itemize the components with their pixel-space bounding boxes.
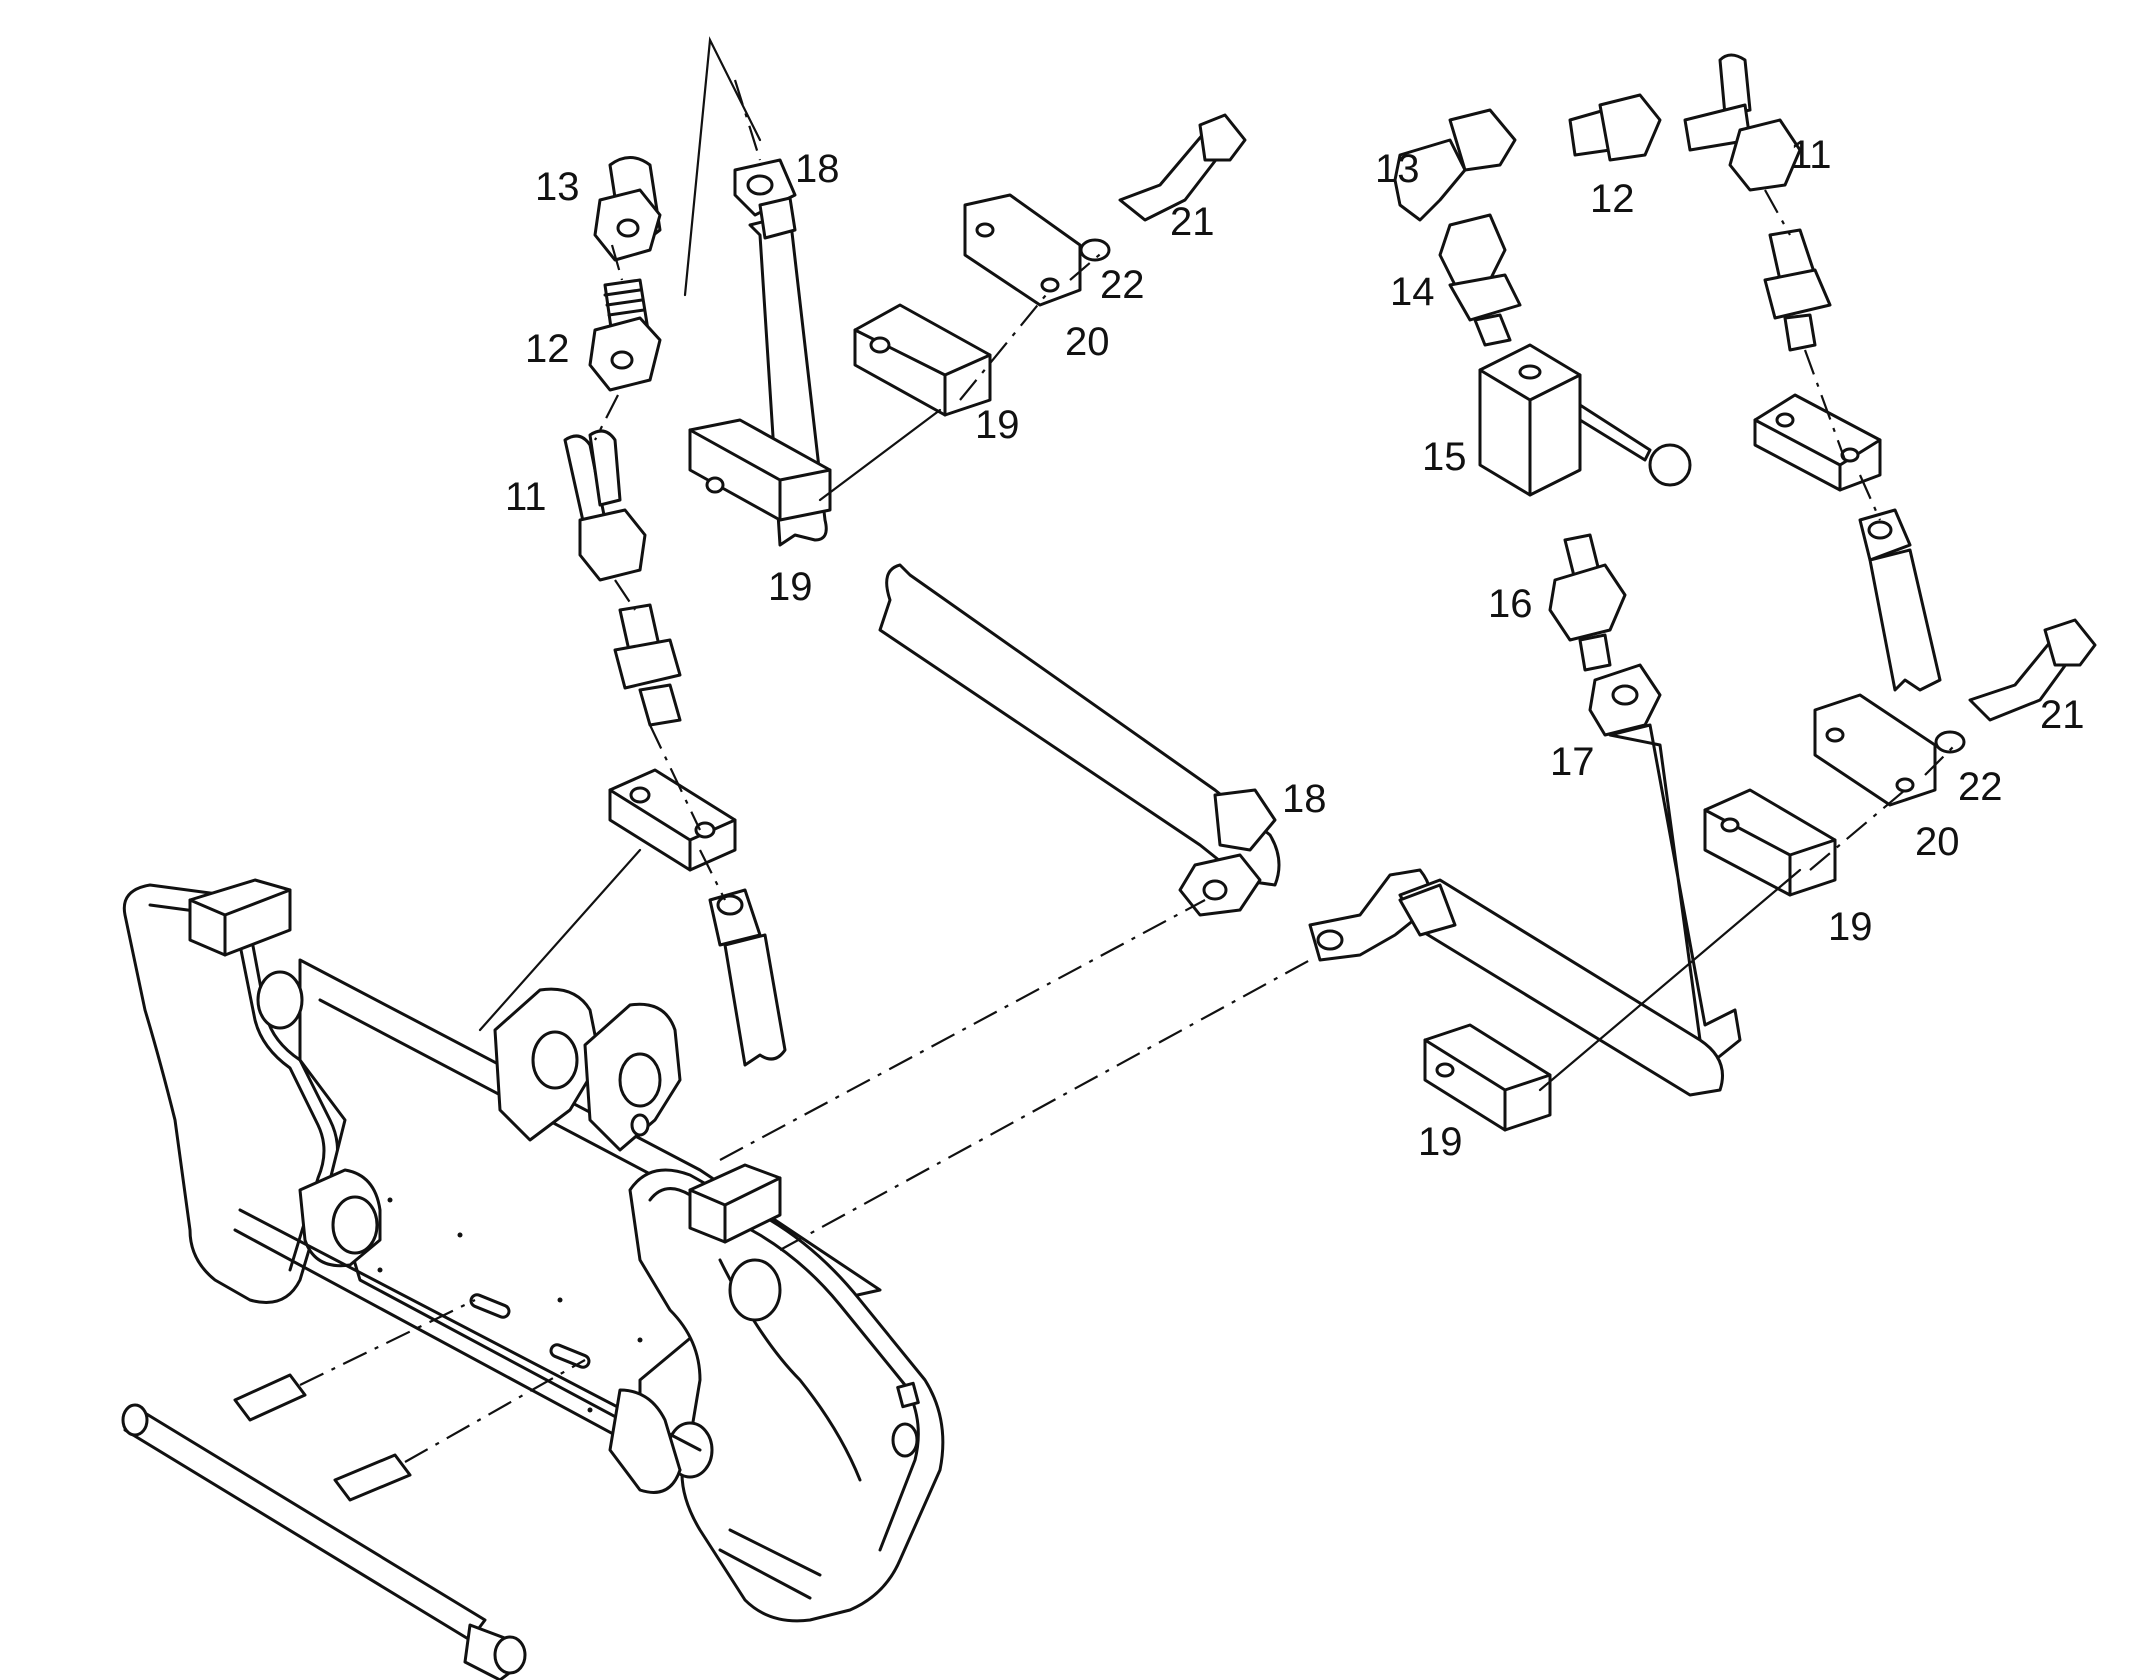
main-bracket xyxy=(122,878,945,1623)
left-part-13-elbow xyxy=(593,156,662,262)
callout-left-21: 21 xyxy=(1170,200,1215,244)
dash-leader-a xyxy=(719,899,1206,1161)
callout-right-13: 13 xyxy=(1375,147,1420,191)
callout-left-22: 22 xyxy=(1100,263,1145,307)
callout-right-21: 21 xyxy=(2040,693,2085,737)
callout-left-19-b: 19 xyxy=(768,565,813,609)
callout-right-11: 11 xyxy=(1790,133,1832,177)
callout-left-20: 20 xyxy=(1065,320,1110,364)
dash-leader-b xyxy=(779,959,1311,1251)
callout-labels: 13 12 11 18 21 22 20 19 19 18 13 12 11 1… xyxy=(505,133,2085,1164)
right-hose-assembly xyxy=(1308,53,2097,1132)
left-part-12-fitting xyxy=(588,278,662,392)
callout-left-12: 12 xyxy=(525,327,570,371)
callout-right-14: 14 xyxy=(1390,270,1435,314)
callout-left-18-top: 18 xyxy=(795,147,840,191)
callout-right-19-b: 19 xyxy=(1418,1120,1463,1164)
left-clamp-set xyxy=(688,113,1247,522)
callout-right-20: 20 xyxy=(1915,820,1960,864)
callout-right-19-a: 19 xyxy=(1828,905,1873,949)
callout-left-19-a: 19 xyxy=(975,403,1020,447)
callout-left-18-bottom: 18 xyxy=(1282,777,1327,821)
callout-left-13: 13 xyxy=(535,165,580,209)
callout-right-22: 22 xyxy=(1958,765,2003,809)
pivot-shaft xyxy=(121,1299,586,1680)
callout-right-16: 16 xyxy=(1488,582,1533,626)
callout-right-17: 17 xyxy=(1550,740,1595,784)
left-hose-assembly xyxy=(478,156,787,1067)
callout-left-11: 11 xyxy=(505,475,547,519)
reference-leader xyxy=(683,36,762,297)
left-part-11-tee xyxy=(563,429,647,582)
callout-right-15: 15 xyxy=(1422,435,1467,479)
callout-right-12: 12 xyxy=(1590,177,1635,221)
